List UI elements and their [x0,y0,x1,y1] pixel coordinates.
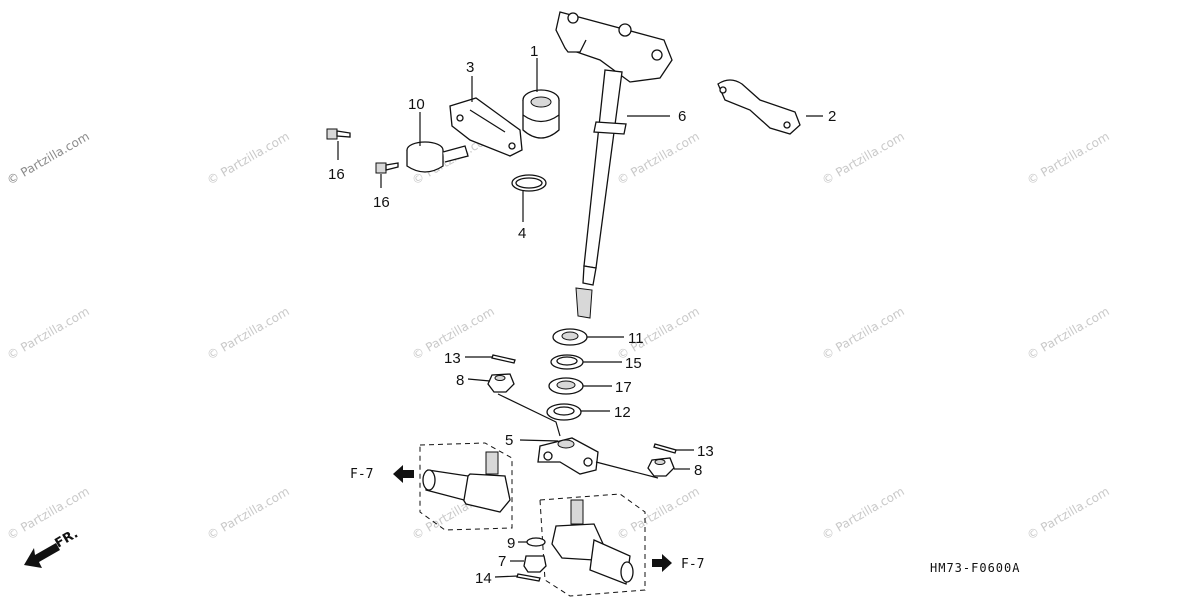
ref-arrow-right[interactable]: F-7 [652,554,704,572]
watermark: © Partzilla.com [615,129,702,187]
callout-14: 14 [475,570,492,587]
ref-arrow-left[interactable]: F-7 [350,465,414,483]
seal-12[interactable] [546,403,582,421]
callout-15: 15 [625,355,642,372]
left-arrow-icon [393,465,414,483]
watermark: © Partzilla.com [205,484,292,542]
ref-left-label: F-7 [350,467,373,482]
cotter-pin-13-left[interactable] [491,354,516,364]
bolt-16-upper[interactable] [326,128,351,140]
watermark: © Partzilla.com [1025,129,1112,187]
tie-rod-end-right[interactable] [539,493,646,597]
right-arrow-icon [652,554,672,572]
callout-16-lower: 16 [373,194,390,211]
bolt-16-lower[interactable] [375,162,399,174]
shaft-holder-plate[interactable] [449,97,523,157]
seal-15[interactable] [550,354,584,370]
callout-17: 17 [615,379,632,396]
bearing-11[interactable] [552,328,588,346]
castle-nut-8-right[interactable] [647,457,675,477]
castle-nut-7[interactable] [523,555,547,573]
callout-8-right: 8 [694,462,702,479]
band-clamp[interactable] [406,141,469,173]
watermark: © Partzilla.com [5,484,92,542]
callout-10: 10 [408,96,425,113]
diagram-code: HM73-F0600A [930,561,1020,575]
watermark: © Partzilla.com [5,304,92,362]
watermark: © Partzilla.com [820,304,907,362]
front-direction-indicator: FR. [24,526,81,568]
ref-right-label: F-7 [681,557,704,572]
watermark: © Partzilla.com [1025,304,1112,362]
watermark: © Partzilla.com [615,484,702,542]
callout-3: 3 [466,59,474,76]
callout-13-left: 13 [444,350,461,367]
shaft-bushing[interactable] [522,89,560,139]
callout-4: 4 [518,225,526,242]
bearing-17[interactable] [548,377,584,395]
front-label: FR. [53,526,81,551]
front-arrow-icon [24,543,60,568]
watermark: © Partzilla.com [820,129,907,187]
callout-13-right: 13 [697,443,714,460]
tie-rod-end-left[interactable] [419,442,513,531]
callout-6: 6 [678,108,686,125]
shaft-holder-bracket[interactable] [717,79,801,135]
watermark: © Partzilla.com [205,129,292,187]
callout-7: 7 [498,553,506,570]
callout-1: 1 [530,43,538,60]
callout-12: 12 [614,404,631,421]
watermark: © Partzilla.com [205,304,292,362]
callout-16-upper: 16 [328,166,345,183]
washer-9[interactable] [526,537,546,547]
callout-5: 5 [505,432,513,449]
callout-2: 2 [828,108,836,125]
watermark: © Partzilla.com [5,129,92,187]
o-ring[interactable] [511,174,547,192]
cotter-pin-14[interactable] [516,573,541,582]
pitman-arm[interactable] [537,437,599,475]
watermark: © Partzilla.com [820,484,907,542]
callout-11: 11 [628,330,644,347]
cotter-pin-13-right[interactable] [653,443,677,454]
steering-shaft[interactable] [555,11,673,319]
watermark: © Partzilla.com [1025,484,1112,542]
callout-9: 9 [507,535,515,552]
castle-nut-8-left[interactable] [487,373,515,393]
callout-8-left: 8 [456,372,464,389]
